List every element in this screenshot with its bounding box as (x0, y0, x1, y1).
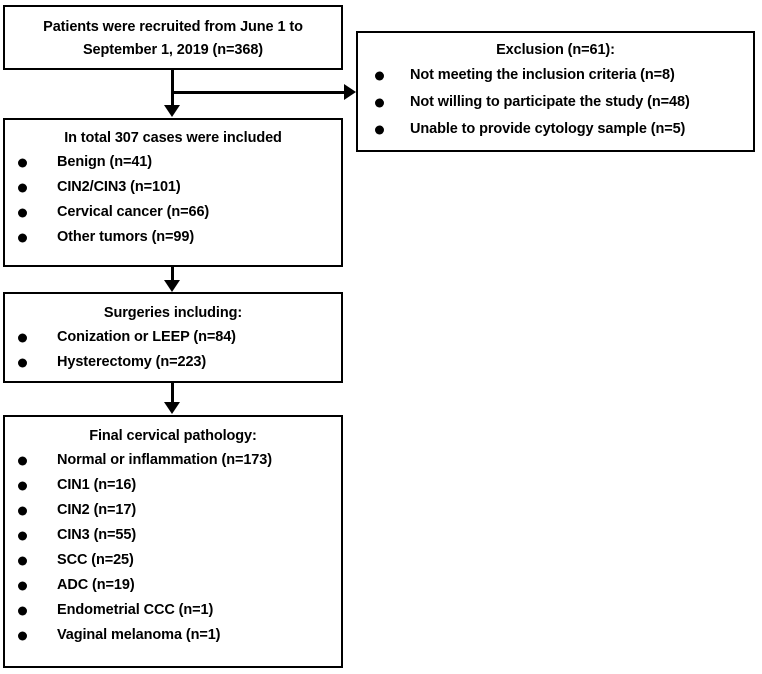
list-item: CIN3 (n=55) (5, 523, 341, 548)
recruited-title-line2: September 1, 2019 (n=368) (82, 42, 264, 58)
box-surgeries: Surgeries including: Conization or LEEP … (3, 292, 343, 383)
list-item: CIN1 (n=16) (5, 473, 341, 498)
bullet-icon (375, 71, 384, 80)
bullet-icon (18, 333, 27, 342)
box-surgeries-content: Surgeries including: Conization or LEEP … (5, 294, 341, 375)
list-item: Not meeting the inclusion criteria (n=8) (358, 62, 753, 89)
box-final-pathology: Final cervical pathology: Normal or infl… (3, 415, 343, 668)
bullet-icon (18, 481, 27, 490)
arrow-down-icon (164, 402, 180, 414)
connector-recruited-to-exclusion-line (171, 91, 346, 94)
bullet-icon (18, 233, 27, 242)
bullet-icon (18, 506, 27, 515)
list-item: Endometrial CCC (n=1) (5, 598, 341, 623)
connector-surgeries-to-pathology-line (171, 383, 174, 403)
box-exclusion: Exclusion (n=61): Not meeting the inclus… (356, 31, 755, 152)
box-cases-included: In total 307 cases were included Benign … (3, 118, 343, 267)
bullet-icon (18, 183, 27, 192)
list-item: Other tumors (n=99) (5, 225, 341, 250)
connector-recruited-to-included-line (171, 70, 174, 106)
list-item: CIN2 (n=17) (5, 498, 341, 523)
list-item-label: CIN1 (n=16) (57, 477, 137, 493)
list-item: Normal or inflammation (n=173) (5, 448, 341, 473)
arrow-down-icon (164, 280, 180, 292)
arrow-right-icon (344, 84, 356, 100)
list-item: Vaginal melanoma (n=1) (5, 623, 341, 648)
list-item-label: Not willing to participate the study (n=… (410, 94, 690, 110)
list-item-label: Endometrial CCC (n=1) (57, 602, 214, 618)
list-item-label: Normal or inflammation (n=173) (57, 452, 272, 468)
list-item: Conization or LEEP (n=84) (5, 325, 341, 350)
list-item: Cervical cancer (n=66) (5, 200, 341, 225)
exclusion-list: Not meeting the inclusion criteria (n=8)… (358, 62, 753, 143)
list-item: Benign (n=41) (5, 150, 341, 175)
bullet-icon (18, 556, 27, 565)
exclusion-title: Exclusion (n=61): (496, 42, 615, 58)
bullet-icon (18, 581, 27, 590)
list-item-label: CIN2/CIN3 (n=101) (57, 179, 181, 195)
list-item-label: Conization or LEEP (n=84) (57, 329, 236, 345)
bullet-icon (18, 456, 27, 465)
pathology-title: Final cervical pathology: (89, 428, 257, 444)
bullet-icon (375, 98, 384, 107)
list-item-label: Cervical cancer (n=66) (57, 204, 210, 220)
box-final-pathology-content: Final cervical pathology: Normal or infl… (5, 417, 341, 648)
surgeries-title: Surgeries including: (103, 305, 243, 321)
bullet-icon (375, 125, 384, 134)
list-item: ADC (n=19) (5, 573, 341, 598)
list-item: SCC (n=25) (5, 548, 341, 573)
list-item-label: ADC (n=19) (57, 577, 135, 593)
list-item: Not willing to participate the study (n=… (358, 89, 753, 116)
bullet-icon (18, 531, 27, 540)
list-item-label: SCC (n=25) (57, 552, 134, 568)
list-item-label: Unable to provide cytology sample (n=5) (410, 121, 686, 137)
included-title: In total 307 cases were included (64, 130, 282, 146)
list-item-label: Benign (n=41) (57, 154, 152, 170)
list-item-label: CIN2 (n=17) (57, 502, 137, 518)
box-patients-recruited-content: Patients were recruited from June 1 to S… (5, 7, 341, 62)
pathology-list: Normal or inflammation (n=173) CIN1 (n=1… (5, 448, 341, 648)
list-item: CIN2/CIN3 (n=101) (5, 175, 341, 200)
bullet-icon (18, 631, 27, 640)
list-item-label: Hysterectomy (n=223) (57, 354, 207, 370)
box-exclusion-content: Exclusion (n=61): Not meeting the inclus… (358, 33, 753, 143)
list-item: Unable to provide cytology sample (n=5) (358, 116, 753, 143)
bullet-icon (18, 606, 27, 615)
recruited-title-line1: Patients were recruited from June 1 to (43, 19, 303, 35)
list-item: Hysterectomy (n=223) (5, 350, 341, 375)
bullet-icon (18, 158, 27, 167)
bullet-icon (18, 358, 27, 367)
box-patients-recruited: Patients were recruited from June 1 to S… (3, 5, 343, 70)
arrow-down-icon (164, 105, 180, 117)
list-item-label: Not meeting the inclusion criteria (n=8) (410, 67, 675, 83)
list-item-label: CIN3 (n=55) (57, 527, 137, 543)
list-item-label: Vaginal melanoma (n=1) (57, 627, 221, 643)
bullet-icon (18, 208, 27, 217)
connector-included-to-surgeries-line (171, 267, 174, 281)
surgeries-list: Conization or LEEP (n=84) Hysterectomy (… (5, 325, 341, 375)
list-item-label: Other tumors (n=99) (57, 229, 195, 245)
included-list: Benign (n=41) CIN2/CIN3 (n=101) Cervical… (5, 150, 341, 250)
box-cases-included-content: In total 307 cases were included Benign … (5, 120, 341, 250)
